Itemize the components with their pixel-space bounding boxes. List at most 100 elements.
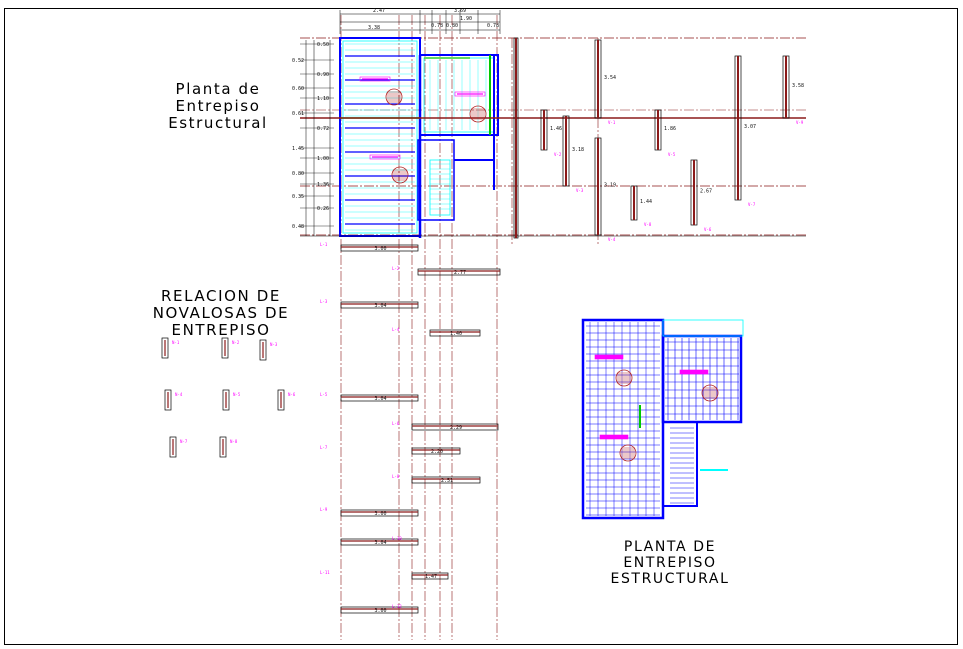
slab-outline — [581, 318, 665, 520]
rebar-detail — [161, 337, 169, 359]
zone-label — [359, 76, 391, 82]
slab-tag: L-11 — [320, 570, 330, 575]
column-mark — [385, 88, 403, 106]
dimension-label-left: 0.61 — [292, 111, 304, 117]
beam-tag: V-2 — [554, 152, 562, 157]
slab-length-label: 2.29 — [450, 425, 462, 431]
column-mark — [619, 444, 637, 462]
slab-length-label: 1.40 — [450, 331, 462, 337]
dimension-label-left: 1.45 — [292, 146, 304, 152]
beam-elevations: 3.54V-1 1.46V-2 3.18V-3 3.19V-4 1.86V-5 2.67V… — [513, 37, 804, 242]
slab-section — [411, 476, 481, 484]
slab-tag: L-3 — [320, 299, 328, 304]
drawing-frame — [4, 8, 958, 645]
detail-tag: N-1 — [172, 340, 180, 345]
dimension-label-left: 1.10 — [317, 96, 329, 102]
dimension-label-left: 0.26 — [317, 206, 329, 212]
beam-length-label: 1.86 — [664, 126, 676, 132]
slab-section — [411, 423, 499, 431]
main-plan-title: Planta de Entrepiso Estructural — [158, 81, 278, 132]
rebar-detail — [164, 389, 172, 411]
beam-tag: V-6 — [704, 227, 712, 232]
dimension-label-top: 3.69 — [454, 8, 466, 14]
slab-section — [340, 606, 419, 614]
beam-tag: V-3 — [576, 188, 584, 193]
beam-length-label: 3.19 — [604, 183, 616, 189]
slab-section — [340, 244, 419, 252]
beam-tag: V-1 — [608, 120, 616, 125]
dimension-label-top: 0.78 — [431, 23, 443, 29]
dimension-label-top: 0.80 — [446, 23, 458, 29]
slab-length-label: 3.04 — [375, 396, 387, 402]
dimension-label-left: 0.48 — [292, 224, 304, 230]
rebar-detail — [259, 339, 267, 361]
slab-length-label: 3.00 — [375, 511, 387, 517]
dimension-label-left: 0.80 — [292, 171, 304, 177]
dimension-label-left: 0.72 — [317, 126, 329, 132]
slab-length-label: 3.00 — [375, 246, 387, 252]
slab-outline — [419, 54, 499, 136]
slab-section — [417, 268, 501, 276]
slab-section — [340, 394, 419, 402]
small-floor-plan — [581, 318, 744, 520]
dimension-label-left: 0.60 — [292, 86, 304, 92]
relation-title-line-3: ENTREPISO — [171, 321, 271, 339]
slab-length-label: 1.47 — [425, 574, 437, 580]
column-mark — [701, 384, 719, 402]
slab-length-label: 2.20 — [431, 449, 443, 455]
slab-tag: L-12 — [392, 604, 402, 609]
slab-length-label: 3.04 — [375, 540, 387, 546]
slab-outline — [339, 37, 421, 237]
detail-tag: N-4 — [175, 392, 183, 397]
zone-label — [679, 369, 709, 375]
main-floor-plan — [300, 37, 806, 238]
stair-outline — [662, 421, 698, 507]
rebar-detail — [222, 389, 230, 411]
beam-tag: V-5 — [668, 152, 676, 157]
dimension-label-left: 0.52 — [292, 58, 304, 64]
relation-title-line-2: NOVALOSAS DE — [152, 304, 290, 322]
beam-length-label: 1.46 — [550, 126, 562, 132]
dimension-label-left: 0.50 — [317, 42, 329, 48]
detail-tag: N-7 — [180, 439, 188, 444]
rebar-detail — [219, 436, 227, 458]
slab-tag: L-9 — [320, 507, 328, 512]
small-plan-title-line-2: ENTREPISO — [623, 555, 717, 571]
beam-length-label: 3.58 — [792, 83, 804, 89]
relation-title-line-1: RELACION DE — [161, 287, 281, 305]
slab-schedule: 3.00L-12.77L-23.04L-31.40L-43.04L-52.29L… — [320, 242, 501, 614]
slab-section — [340, 301, 419, 309]
stair-outline — [417, 139, 455, 221]
cyan-outline — [662, 319, 744, 337]
slab-length-label: 3.00 — [375, 608, 387, 614]
beam-length-label: 2.67 — [700, 189, 712, 195]
beam-length-label: 3.18 — [572, 147, 584, 153]
beam-length-label: 3.54 — [604, 75, 616, 81]
slab-tag: L-1 — [320, 242, 328, 247]
slab-tag: L-2 — [392, 266, 400, 271]
slab-tag: L-10 — [392, 536, 402, 541]
small-plan-title-line-1: PLANTA DE — [623, 539, 717, 555]
dimension-label-top: 3.38 — [368, 25, 380, 31]
slab-section — [429, 329, 481, 337]
zone-label — [594, 354, 624, 360]
slab-section — [411, 447, 461, 455]
dimension-label-left: 0.35 — [292, 194, 304, 200]
slab-inner — [423, 57, 495, 133]
detail-tag: N-2 — [232, 340, 240, 345]
beam-tag: V-4 — [608, 237, 616, 242]
beam-tag: V-8 — [644, 222, 652, 227]
main-plan-title-line-3: Estructural — [168, 114, 268, 132]
slab-section — [411, 572, 449, 580]
slab-tag: L-6 — [392, 421, 400, 426]
detail-tag: N-5 — [233, 392, 241, 397]
small-plan-title: PLANTA DE ENTREPISO ESTRUCTURAL — [603, 539, 737, 587]
column-mark — [615, 369, 633, 387]
slab-length-label: 3.04 — [375, 303, 387, 309]
rebar-detail — [221, 337, 229, 359]
dimension-label-top: 2.47 — [373, 8, 385, 14]
slab-tag: L-5 — [320, 392, 328, 397]
main-plan-title-line-1: Planta de — [175, 80, 261, 98]
